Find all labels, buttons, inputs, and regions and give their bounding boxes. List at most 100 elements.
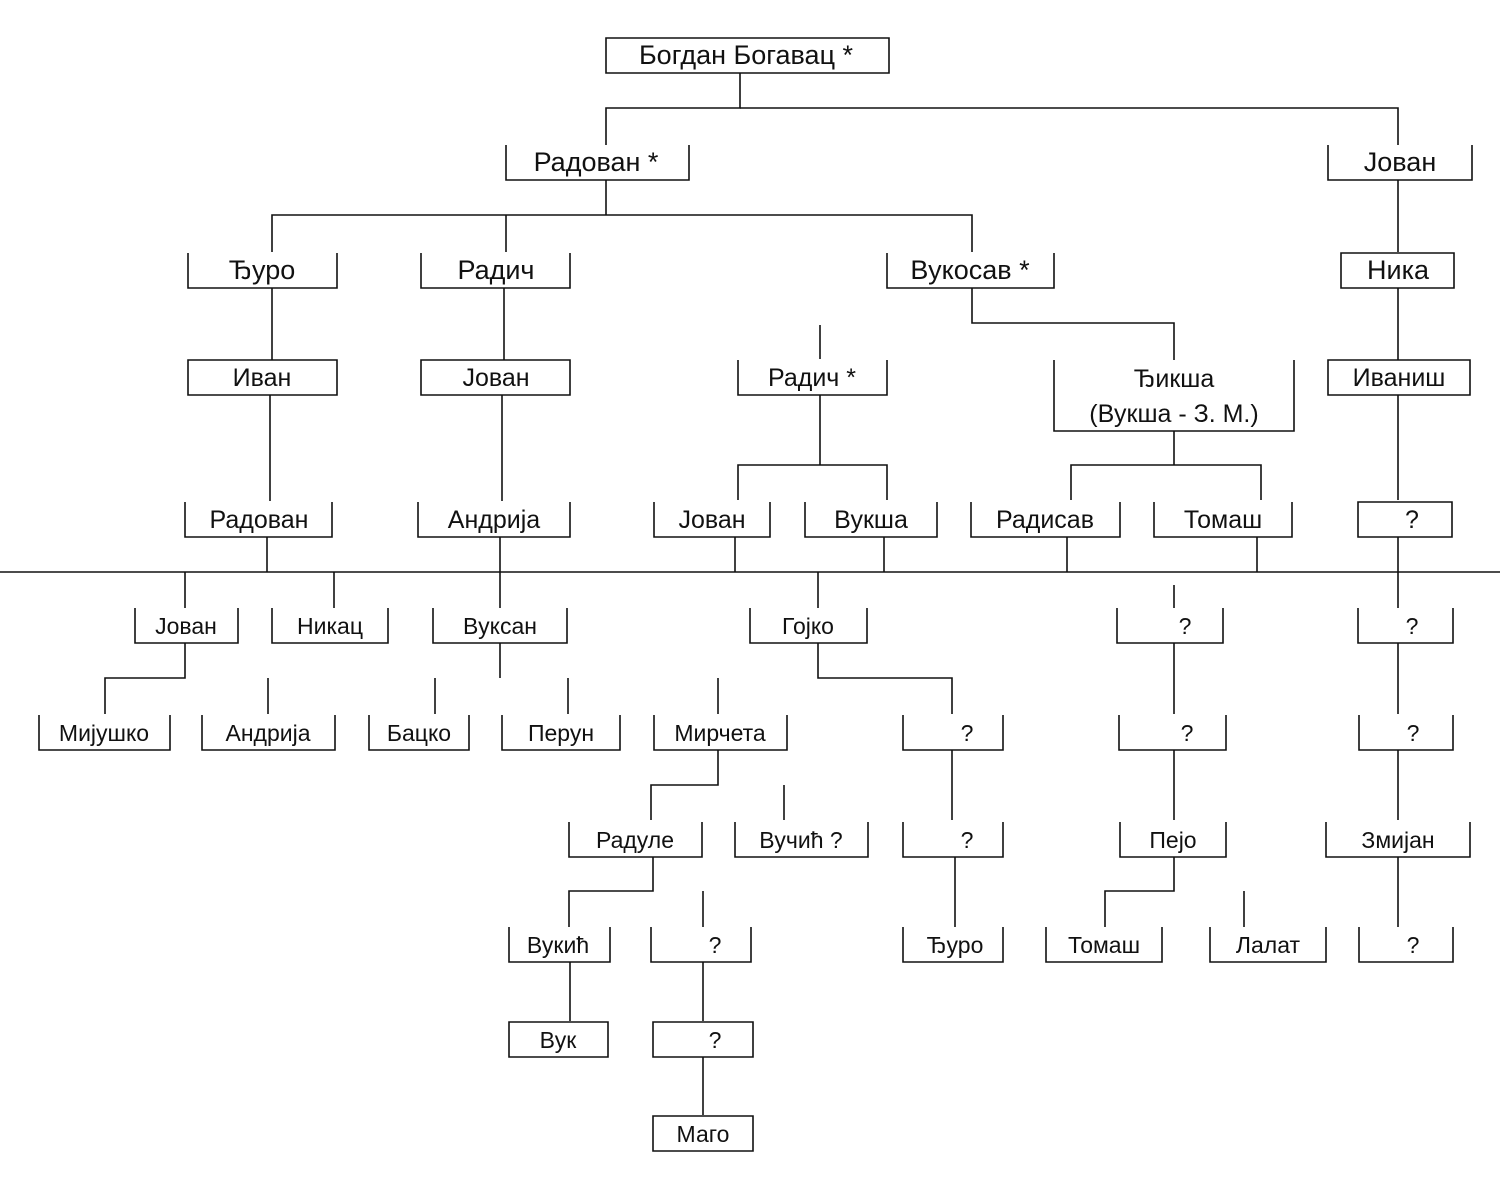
person-node-radic2: Радич * — [737, 360, 888, 396]
person-box — [508, 927, 611, 963]
person-box — [568, 822, 703, 858]
person-name: ? — [1405, 506, 1419, 534]
person-box — [902, 822, 1004, 858]
person-name: Бацко — [387, 720, 451, 746]
person-box — [652, 1021, 754, 1058]
person-box — [650, 927, 752, 963]
person-box — [432, 608, 568, 644]
person-node-q-tomas2: ? — [1118, 715, 1227, 751]
person-box — [1045, 927, 1163, 963]
person-box — [505, 145, 690, 181]
person-box — [38, 715, 171, 751]
person-box — [970, 502, 1121, 538]
person-node-q-mirc: ? — [650, 927, 752, 963]
person-node-q-r6: ? — [1357, 608, 1454, 644]
person-box — [902, 927, 1004, 963]
person-name: Перун — [528, 720, 594, 746]
person-name: Никац — [297, 613, 363, 639]
person-node-q-r9: ? — [1358, 927, 1454, 963]
person-node-tomas1: Томаш — [1153, 502, 1293, 538]
person-box — [368, 715, 470, 751]
person-name: Маго — [677, 1121, 730, 1147]
person-name: Андрија — [225, 720, 310, 746]
person-node-vuk: Вук — [508, 1021, 609, 1058]
person-node-q-r7: ? — [1358, 715, 1454, 751]
person-node-lalat: Лалат — [1209, 927, 1327, 963]
connector-line — [817, 643, 953, 714]
person-box — [653, 502, 771, 538]
person-node-djuro2: Ђуро — [902, 927, 1004, 963]
connector-line — [1070, 464, 1262, 500]
person-node-radovan1: Радован * — [505, 145, 690, 181]
person-node-andrija1: Андрија — [417, 502, 571, 538]
person-name: Вук — [540, 1027, 578, 1053]
person-box — [653, 715, 788, 751]
person-box — [1357, 501, 1453, 538]
person-box — [749, 608, 868, 644]
person-node-tomas2: Томаш — [1045, 927, 1163, 963]
person-node-q-gojko: ? — [902, 715, 1004, 751]
person-box — [1357, 608, 1454, 644]
person-name: Радован * — [534, 147, 659, 177]
person-box — [652, 1115, 754, 1152]
person-name: Лалат — [1236, 932, 1301, 958]
person-node-vukic: Вукић — [508, 927, 611, 963]
person-node-mago: Маго — [652, 1115, 754, 1152]
person-name: Ђикша — [1134, 365, 1215, 393]
person-box — [187, 359, 338, 396]
person-node-vuksa: Вукша — [804, 502, 938, 538]
connector-line — [271, 214, 973, 252]
person-node-jovan-b: Јован — [134, 608, 239, 644]
person-name: Ника — [1367, 255, 1430, 285]
person-name: Радич — [457, 255, 534, 285]
person-box — [734, 822, 869, 858]
person-box — [187, 253, 338, 289]
connector-line — [605, 73, 741, 145]
person-box — [902, 715, 1004, 751]
person-name: Вукић — [527, 932, 589, 958]
person-node-q-r5: ? — [1357, 501, 1453, 538]
person-box — [417, 502, 571, 538]
person-name: Мирчета — [674, 720, 766, 746]
person-box — [804, 502, 938, 538]
person-node-nikac: Никац — [271, 608, 389, 644]
person-node-mirceta: Мирчета — [653, 715, 788, 751]
person-box — [508, 1021, 609, 1058]
person-name: ? — [709, 932, 722, 958]
person-subtitle: (Вукша - З. М.) — [1089, 400, 1258, 428]
person-name: ? — [1407, 720, 1420, 746]
person-node-radule: Радуле — [568, 822, 703, 858]
person-node-jovan-v: Јован — [653, 502, 771, 538]
person-box — [1118, 715, 1227, 751]
person-name: Ђуро — [229, 255, 296, 285]
person-name: Јован — [1364, 147, 1436, 177]
person-name: Гојко — [782, 613, 834, 639]
person-name: Вуксан — [463, 613, 537, 639]
person-box — [605, 37, 890, 74]
person-box — [1358, 715, 1454, 751]
person-box — [1053, 360, 1295, 432]
person-name: ? — [709, 1027, 722, 1053]
person-name: Андрија — [448, 506, 540, 534]
person-node-radovan2: Радован — [184, 502, 333, 538]
person-node-pejo: Пејо — [1119, 822, 1227, 858]
person-box — [501, 715, 621, 751]
person-box — [1358, 927, 1454, 963]
person-name: ? — [1407, 932, 1420, 958]
person-name: Томаш — [1068, 932, 1140, 958]
person-node-perun: Перун — [501, 715, 621, 751]
person-name: Иваниш — [1353, 364, 1446, 392]
person-name: Томаш — [1184, 506, 1262, 534]
person-box — [1116, 608, 1224, 644]
person-node-q-mirc2: ? — [652, 1021, 754, 1058]
person-node-vukosav: Вукосав * — [886, 253, 1055, 289]
connector-line — [740, 107, 1399, 145]
connector-line — [568, 857, 654, 927]
person-name: ? — [961, 827, 974, 853]
person-box — [1209, 927, 1327, 963]
person-box — [420, 253, 571, 289]
person-name: Вукша — [834, 506, 908, 534]
person-node-ivanis: Иваниш — [1327, 359, 1471, 396]
